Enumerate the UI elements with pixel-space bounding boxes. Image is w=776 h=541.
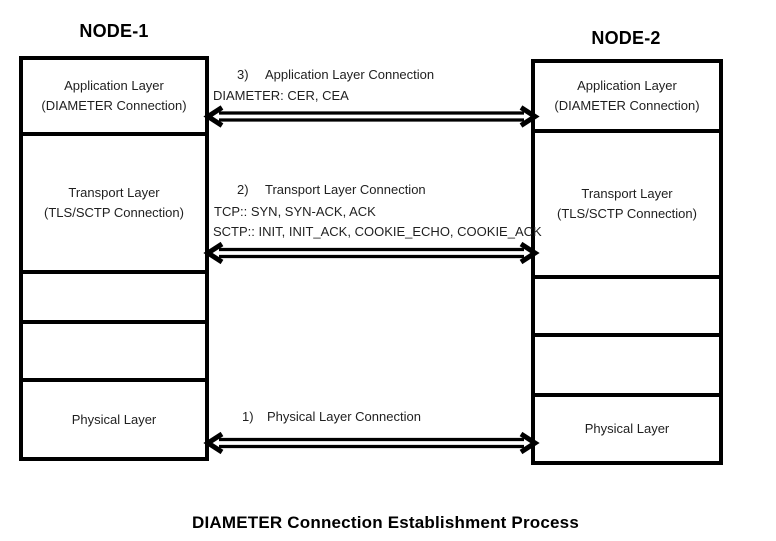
node1-transport-layer-box: Transport Layer (TLS/SCTP Connection) <box>23 132 205 270</box>
connection-title: Application Layer Connection <box>265 67 435 82</box>
node2-transport-layer-box: Transport Layer (TLS/SCTP Connection) <box>535 129 719 275</box>
node1-physical-layer-box: Physical Layer <box>23 378 205 457</box>
layer-sublabel: (DIAMETER Connection) <box>41 98 187 113</box>
node1-title: NODE-1 <box>79 21 149 41</box>
node2-empty-layer-box-1 <box>535 275 719 333</box>
application-connection-arrow <box>203 105 540 128</box>
node2-application-layer-box: Application Layer (DIAMETER Connection) <box>535 63 719 129</box>
layer-sublabel: (TLS/SCTP Connection) <box>44 205 184 220</box>
node2-title: NODE-2 <box>591 28 661 48</box>
connection-number: 3) <box>237 67 249 82</box>
layer-sublabel: (DIAMETER Connection) <box>554 98 700 113</box>
node1-stack: Application Layer (DIAMETER Connection) … <box>19 56 209 461</box>
layer-label: Physical Layer <box>71 411 157 427</box>
physical-connection-label: 1) Physical Layer Connection <box>242 409 421 424</box>
node1-empty-layer-box-1 <box>23 270 205 320</box>
transport-connection-arrow <box>203 241 540 265</box>
application-connection-label: 3) Application Layer Connection <box>237 67 434 82</box>
node1-application-layer-box: Application Layer (DIAMETER Connection) <box>23 60 205 132</box>
connection-number: 1) <box>242 409 254 424</box>
layer-label: Transport Layer <box>581 186 673 201</box>
node1-empty-layer-box-2 <box>23 320 205 378</box>
transport-connection-detail-sctp: SCTP:: INIT, INIT_ACK, COOKIE_ECHO, COOK… <box>213 224 542 239</box>
layer-label: Application Layer <box>64 78 164 93</box>
transport-connection-label: 2) Transport Layer Connection <box>237 182 426 197</box>
node2-empty-layer-box-2 <box>535 333 719 393</box>
node2-stack: Application Layer (DIAMETER Connection) … <box>531 59 723 465</box>
layer-label: Physical Layer <box>584 421 670 436</box>
connection-title: Physical Layer Connection <box>267 409 421 424</box>
layer-sublabel: (TLS/SCTP Connection) <box>557 206 697 221</box>
transport-connection-detail-tcp: TCP:: SYN, SYN-ACK, ACK <box>214 204 376 219</box>
layer-label: Application Layer <box>577 78 677 93</box>
diagram-title: DIAMETER Connection Establishment Proces… <box>192 513 579 532</box>
connection-title: Transport Layer Connection <box>265 182 426 197</box>
physical-connection-arrow <box>203 431 540 455</box>
node2-physical-layer-box: Physical Layer <box>535 393 719 461</box>
connection-number: 2) <box>237 182 249 197</box>
application-connection-detail: DIAMETER: CER, CEA <box>213 88 349 103</box>
layer-label: Transport Layer <box>68 185 160 200</box>
